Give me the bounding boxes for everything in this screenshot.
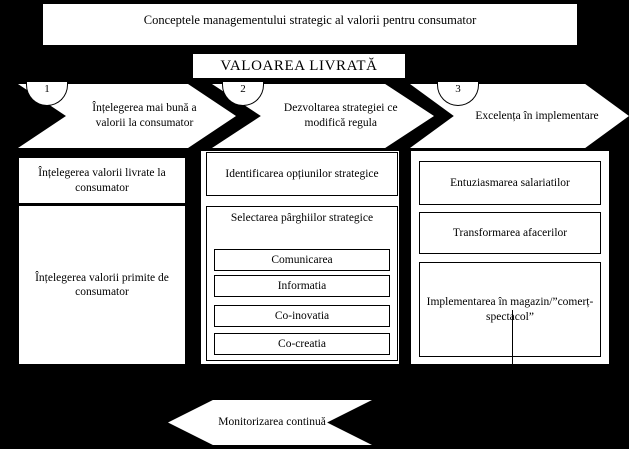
phase-1-label: Înțelegerea mai bună a valorii la consum… <box>92 102 197 129</box>
feedback-connector-line <box>512 310 513 366</box>
left-column-item-1-label: Înțelegerea valorii livrate la consumato… <box>38 167 166 194</box>
left-column-item-1: Înțelegerea valorii livrate la consumato… <box>18 157 186 204</box>
step-number-1: 1 <box>44 83 50 95</box>
middle-levers-title: Selectarea pârghiilor strategice <box>230 212 374 224</box>
monitoring-chevron: Monitorizarea continuă <box>168 400 372 445</box>
diagram-subtitle-text: VALOAREA LIVRATĂ <box>220 57 378 74</box>
diagram-subtitle-box: VALOAREA LIVRATĂ <box>192 53 406 79</box>
right-column-item-1-label: Entuziasmarea salariatilor <box>450 176 570 189</box>
lever-item-informatia: Informatia <box>214 275 390 297</box>
phase-2-label: Dezvoltarea strategiei ce modifică regul… <box>283 102 398 129</box>
phase-3-label: Excelența în implementare <box>475 109 599 122</box>
lever-item-1-label: Comunicarea <box>271 254 333 266</box>
middle-option-box: Identificarea opțiunilor strategice <box>206 152 398 196</box>
right-column-item-1: Entuziasmarea salariatilor <box>419 161 601 205</box>
right-column-item-3: Implementarea în magazin/”comerț-spectac… <box>419 262 601 357</box>
left-column-item-2-label: Înțelegerea valorii primite de consumato… <box>35 271 169 298</box>
monitoring-label: Monitorizarea continuă <box>218 416 326 429</box>
right-column-item-2-label: Transformarea afacerilor <box>452 226 568 239</box>
diagram-title-text: Conceptele managementului strategic al v… <box>143 13 477 27</box>
step-number-3: 3 <box>455 83 461 95</box>
diagram-title-box: Conceptele managementului strategic al v… <box>42 3 578 46</box>
lever-item-4-label: Co-creatia <box>278 338 326 350</box>
lever-item-3-label: Co-inovatia <box>274 310 330 322</box>
lever-item-co-inovatia: Co-inovatia <box>214 305 390 327</box>
lever-item-comunicarea: Comunicarea <box>214 249 390 271</box>
left-column-item-2: Înțelegerea valorii primite de consumato… <box>18 205 186 365</box>
right-column-item-2: Transformarea afacerilor <box>419 212 601 254</box>
middle-option-box-label: Identificarea opțiunilor strategice <box>225 167 379 180</box>
right-column-item-3-label: Implementarea în magazin/”comerț-spectac… <box>426 295 594 323</box>
step-number-2: 2 <box>240 83 246 95</box>
lever-item-co-creatia: Co-creatia <box>214 333 390 355</box>
lever-item-2-label: Informatia <box>277 280 327 292</box>
